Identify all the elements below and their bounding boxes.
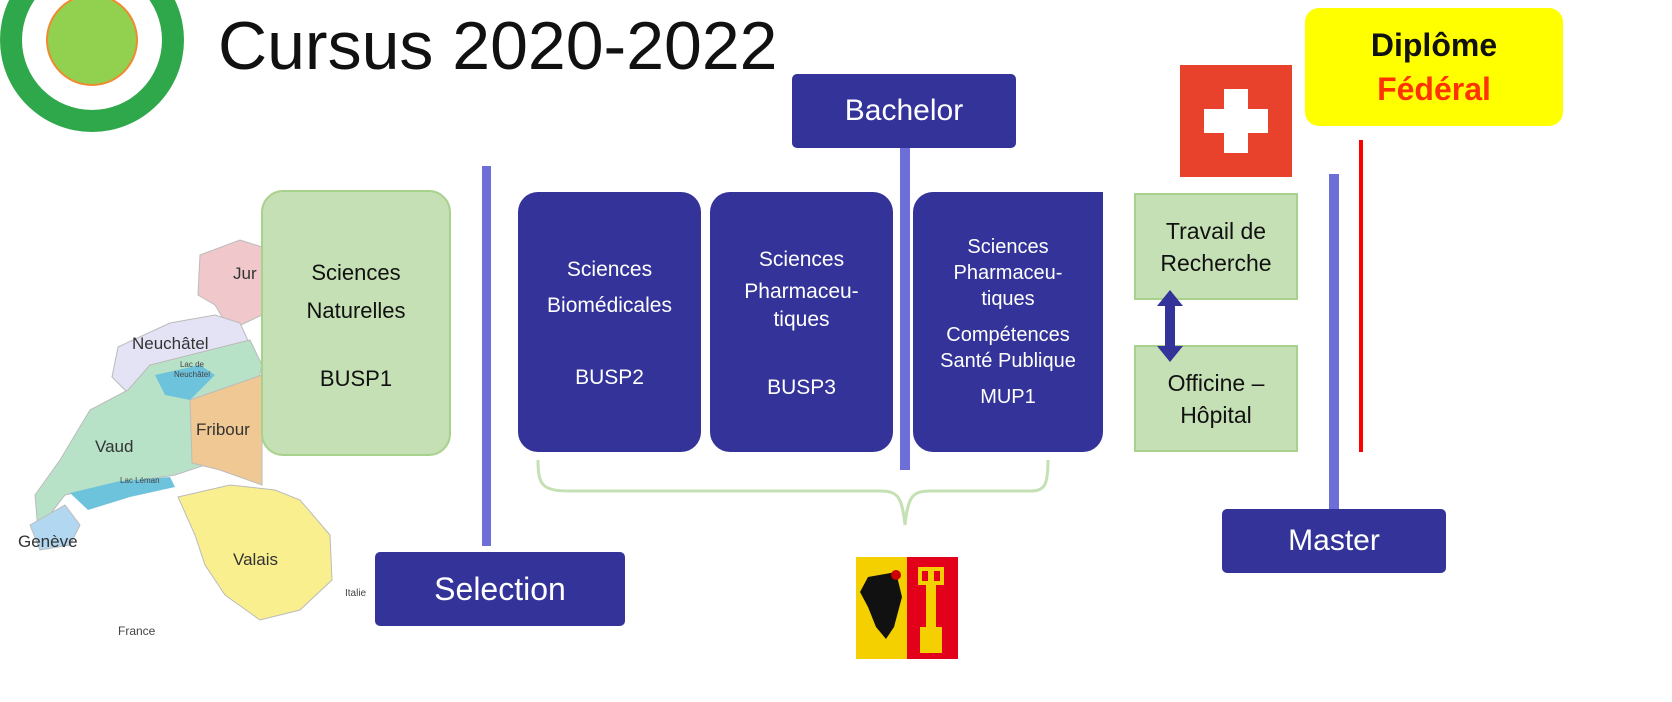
map-label-jura: Jur — [233, 264, 257, 283]
bachelor-divider — [900, 140, 910, 470]
swiss-flag-icon — [1180, 65, 1292, 177]
busp1-box: Sciences Naturelles BUSP1 — [261, 190, 451, 456]
bachelor-label: Bachelor — [792, 74, 1016, 148]
map-label-lac-leman: Lac Léman — [120, 476, 160, 485]
busp2-line2: Biomédicales — [547, 294, 672, 317]
busp3-line2: Pharmaceu- — [744, 280, 859, 303]
mup1-line5: Santé Publique — [940, 350, 1076, 372]
courses-bracket — [536, 459, 1050, 526]
master-divider — [1329, 174, 1339, 519]
mup1-line3: tiques — [981, 288, 1035, 310]
mup1-line4: Compétences — [946, 324, 1070, 346]
practice-box: Officine – Hôpital — [1134, 345, 1298, 452]
diploma-box: Diplôme Fédéral — [1305, 8, 1563, 126]
busp2-code: BUSP2 — [575, 366, 644, 389]
busp3-code: BUSP3 — [767, 376, 836, 399]
master-label: Master — [1222, 509, 1446, 573]
busp1-line2: Naturelles — [306, 298, 406, 323]
research-box: Travail de Recherche — [1134, 193, 1298, 300]
busp1-code: BUSP1 — [319, 366, 393, 391]
diploma-line1: Diplôme — [1370, 27, 1498, 63]
map-label-vaud: Vaud — [95, 437, 134, 456]
romandie-map — [29, 239, 333, 621]
practice-line2: Hôpital — [1180, 401, 1252, 428]
mup1-line1: Sciences — [967, 236, 1049, 258]
busp2-block: Sciences Biomédicales BUSP2 — [518, 192, 701, 452]
busp3-line3: tiques — [773, 308, 830, 331]
map-label-geneve: Genève — [18, 532, 78, 551]
research-line1: Travail de — [1165, 217, 1267, 244]
map-label-lac-neuchatel: Lac de Neuchâtel — [173, 360, 211, 379]
mup1-code: MUP1 — [980, 386, 1036, 408]
diploma-line — [1359, 140, 1363, 452]
logo-circle-icon — [0, 0, 184, 132]
busp2-line1: Sciences — [566, 258, 653, 281]
mup1-block: Sciences Pharmaceu- tiques Compétences S… — [913, 192, 1103, 452]
busp1-line1: Sciences — [311, 260, 401, 285]
busp3-block: Sciences Pharmaceu- tiques BUSP3 — [710, 192, 893, 452]
map-label-france: France — [118, 624, 156, 638]
practice-line1: Officine – — [1167, 369, 1265, 396]
mup1-line2: Pharmaceu- — [953, 262, 1063, 284]
busp3-line1: Sciences — [758, 248, 845, 271]
double-arrow-icon — [1157, 290, 1183, 362]
page-title: Cursus 2020-2022 — [218, 8, 778, 84]
map-label-neuchatel: Neuchâtel — [132, 334, 209, 353]
geneva-coat-of-arms-icon — [856, 557, 958, 659]
diploma-line2: Fédéral — [1377, 71, 1491, 107]
selection-label: Selection — [375, 552, 625, 626]
selection-divider — [482, 166, 491, 546]
map-label-valais: Valais — [233, 550, 279, 569]
map-label-italia: Italie — [345, 588, 367, 599]
research-line2: Recherche — [1160, 249, 1272, 276]
map-label-fribourg: Fribour — [196, 420, 250, 439]
